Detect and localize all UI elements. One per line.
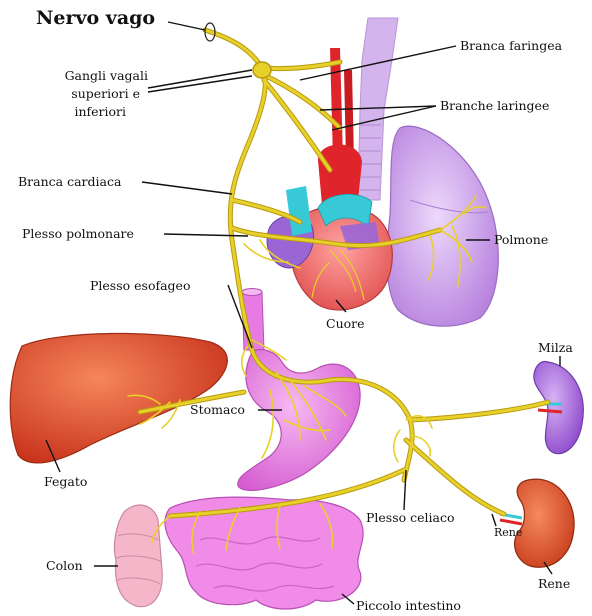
lung <box>387 126 498 326</box>
spleen <box>534 362 583 454</box>
label-branca-cardiaca: Branca cardiaca <box>18 174 122 189</box>
liver <box>10 333 227 462</box>
label-plesso-polmonare: Plesso polmonare <box>22 226 134 241</box>
label-cuore: Cuore <box>326 316 365 331</box>
label-gangli-1: Gangli vagali <box>65 68 148 83</box>
label-fegato: Fegato <box>44 474 87 489</box>
label-gangli-2: superiori e <box>71 86 140 101</box>
kidney <box>500 479 574 567</box>
label-piccolo-intestino: Piccolo intestino <box>356 598 461 613</box>
label-plesso-celiaco: Plesso celiaco <box>366 510 455 525</box>
label-colon: Colon <box>46 558 83 573</box>
vagal-ganglia <box>253 62 271 78</box>
label-branca-faringea: Branca faringea <box>460 38 563 53</box>
label-rene-small: Rene <box>494 526 522 539</box>
label-polmone: Polmone <box>494 232 548 247</box>
label-branche-laringee: Branche laringee <box>440 98 549 113</box>
title-label: Nervo vago <box>36 7 155 29</box>
label-milza: Milza <box>538 340 573 355</box>
label-plesso-esofageo: Plesso esofageo <box>90 278 190 293</box>
colon <box>114 505 162 607</box>
label-stomaco: Stomaco <box>190 402 245 417</box>
label-gangli-3: inferiori <box>74 104 126 119</box>
heart <box>267 186 392 310</box>
label-rene: Rene <box>538 576 570 591</box>
stomach <box>238 350 360 491</box>
